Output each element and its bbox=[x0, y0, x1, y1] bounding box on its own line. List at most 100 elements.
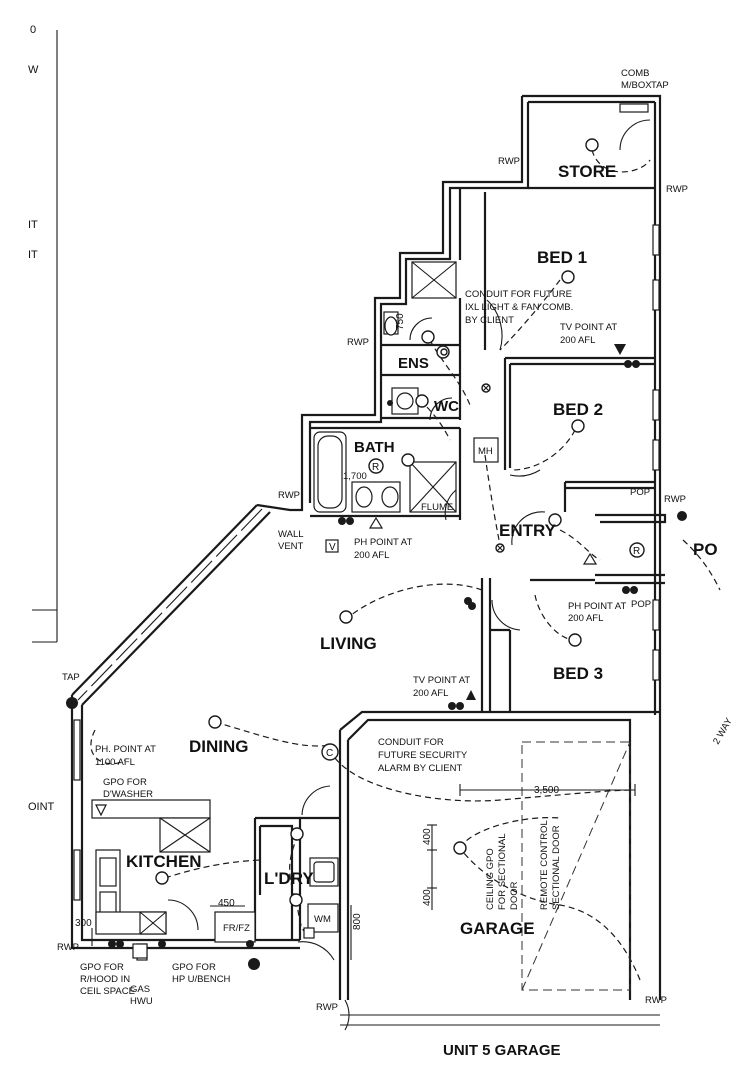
note-wall-vent-1: WALL bbox=[278, 529, 304, 540]
room-label-living: LIVING bbox=[320, 634, 377, 653]
power-outlet-icon bbox=[158, 940, 166, 948]
power-outlet-icon bbox=[448, 702, 456, 710]
note-rwp-bed1: RWP bbox=[666, 184, 688, 195]
edge-text-w: W bbox=[28, 64, 39, 76]
note-tap-left: TAP bbox=[62, 672, 80, 683]
note-tap-top: TAP bbox=[651, 80, 669, 91]
note-rwp-entry: RWP bbox=[664, 494, 686, 505]
note-rwp-store: RWP bbox=[498, 156, 520, 167]
note-gpo-dw-1: GPO FOR bbox=[103, 777, 147, 788]
room-label-garage: GARAGE bbox=[460, 919, 535, 938]
power-outlet-icon bbox=[456, 702, 464, 710]
note-alarm-2: FUTURE SECURITY bbox=[378, 750, 468, 761]
svg-text:CEILING GPO: CEILING GPO bbox=[485, 848, 496, 910]
smoke-detectors bbox=[481, 383, 505, 553]
note-conduit-fan-2: IXL LIGHT & FAN COMB. bbox=[465, 302, 573, 313]
power-outlet-icon bbox=[248, 958, 260, 970]
room-label-store: STORE bbox=[558, 162, 616, 181]
note-rwp-bath: RWP bbox=[278, 490, 300, 501]
interior-walls bbox=[253, 186, 667, 940]
svg-text:750: 750 bbox=[395, 313, 406, 330]
room-label-bed2: BED 2 bbox=[553, 400, 603, 419]
note-rhood-2: R/HOOD IN bbox=[80, 974, 130, 985]
note-unit-garage: UNIT 5 GARAGE bbox=[443, 1042, 561, 1059]
room-label-bed3: BED 3 bbox=[553, 664, 603, 683]
room-label-kitchen: KITCHEN bbox=[126, 852, 202, 871]
phone-point-icon bbox=[95, 804, 107, 817]
dim-ldry-800: 800 bbox=[352, 913, 363, 930]
note-alarm-1: CONDUIT FOR bbox=[378, 737, 444, 748]
note-ph-bed3-2: 200 AFL bbox=[568, 613, 603, 624]
exhaust-fan-icon bbox=[629, 542, 645, 558]
note-gpo-hp-1: GPO FOR bbox=[172, 962, 216, 973]
note-bath-width: 1,700 bbox=[343, 471, 367, 482]
light-point-icon bbox=[208, 715, 222, 729]
room-label-wc: WC bbox=[434, 398, 459, 415]
note-ph-dining-1: PH. POINT AT bbox=[95, 744, 156, 755]
note-wm: WM bbox=[314, 914, 331, 925]
dim-fridge-450: 450 bbox=[218, 898, 235, 909]
fixtures bbox=[91, 103, 649, 961]
light-point-icon bbox=[289, 893, 303, 907]
tv-point-icon bbox=[614, 344, 626, 355]
power-outlets bbox=[66, 360, 687, 970]
note-rhood-1: GPO FOR bbox=[80, 962, 124, 973]
note-rwp-kitchen: RWP bbox=[57, 942, 79, 953]
light-points bbox=[155, 138, 599, 907]
svg-text:400: 400 bbox=[422, 889, 433, 906]
svg-text:2 WAY: 2 WAY bbox=[711, 716, 735, 747]
note-conduit-fan-1: CONDUIT FOR FUTURE bbox=[465, 289, 572, 300]
note-comb: COMB bbox=[621, 68, 650, 79]
switch-icon bbox=[303, 927, 315, 939]
dim-gpo-height-2: 400 bbox=[422, 889, 433, 906]
note-mbox: M/BOX bbox=[621, 80, 652, 91]
note-rhood-3: CEIL SPACE bbox=[80, 986, 135, 997]
note-wall-vent-2: VENT bbox=[278, 541, 304, 552]
note-ph-point-2: 200 AFL bbox=[354, 550, 389, 561]
note-mh: MH bbox=[478, 446, 493, 457]
exhaust-fans: R R C bbox=[321, 348, 645, 761]
phone-point-icon bbox=[368, 516, 384, 529]
light-point-icon bbox=[571, 419, 585, 433]
note-rwp-garage: RWP bbox=[316, 1002, 338, 1013]
note-ph-dining-2: 1100 AFL bbox=[95, 757, 135, 768]
doors bbox=[167, 119, 651, 1031]
power-outlet-icon bbox=[346, 517, 354, 525]
exhaust-fan-icon bbox=[368, 458, 384, 474]
power-outlet-icon bbox=[622, 586, 630, 594]
note-rwp-ens: RWP bbox=[347, 337, 369, 348]
note-ceiling-gpo: CEILING GPO FOR SECTIONAL DOOR bbox=[485, 833, 520, 910]
svg-text:C: C bbox=[326, 748, 333, 759]
room-label-dining: DINING bbox=[189, 737, 249, 756]
svg-text:V: V bbox=[329, 542, 336, 553]
edge-text-it1: IT bbox=[28, 219, 38, 231]
note-tv-living-1: TV POINT AT bbox=[413, 675, 470, 686]
security-conduit-icon bbox=[321, 743, 339, 761]
note-tv-living-2: 200 AFL bbox=[413, 688, 448, 699]
light-point-icon bbox=[339, 610, 353, 624]
light-point-icon bbox=[155, 871, 169, 885]
svg-text:DOOR: DOOR bbox=[509, 881, 520, 910]
svg-text:FOR SECTIONAL: FOR SECTIONAL bbox=[497, 833, 508, 910]
room-label-bed1: BED 1 bbox=[537, 248, 587, 267]
tv-point-icon bbox=[466, 690, 476, 700]
note-gpo-hp-2: HP U/BENCH bbox=[172, 974, 231, 985]
light-point-icon bbox=[561, 270, 575, 284]
light-point-icon bbox=[585, 138, 599, 152]
power-outlet-icon bbox=[630, 586, 638, 594]
edge-text-it2: IT bbox=[28, 249, 38, 261]
note-pop-1: POP bbox=[630, 487, 650, 498]
edge-text-oint: OINT bbox=[28, 801, 55, 813]
dim-kitchen-300: 300 bbox=[75, 918, 92, 929]
note-flume: FLUME bbox=[421, 502, 453, 513]
light-point-icon bbox=[401, 453, 415, 467]
dim-ens-750: 750 bbox=[395, 313, 406, 330]
light-point-icon bbox=[290, 827, 304, 841]
power-outlet-icon bbox=[387, 400, 393, 406]
room-label-ens: ENS bbox=[398, 355, 429, 372]
svg-text:SECTIONAL DOOR: SECTIONAL DOOR bbox=[551, 825, 562, 910]
note-conduit-fan-3: BY CLIENT bbox=[465, 315, 514, 326]
room-label-entry: ENTRY bbox=[499, 521, 557, 540]
svg-text:400: 400 bbox=[422, 828, 433, 845]
